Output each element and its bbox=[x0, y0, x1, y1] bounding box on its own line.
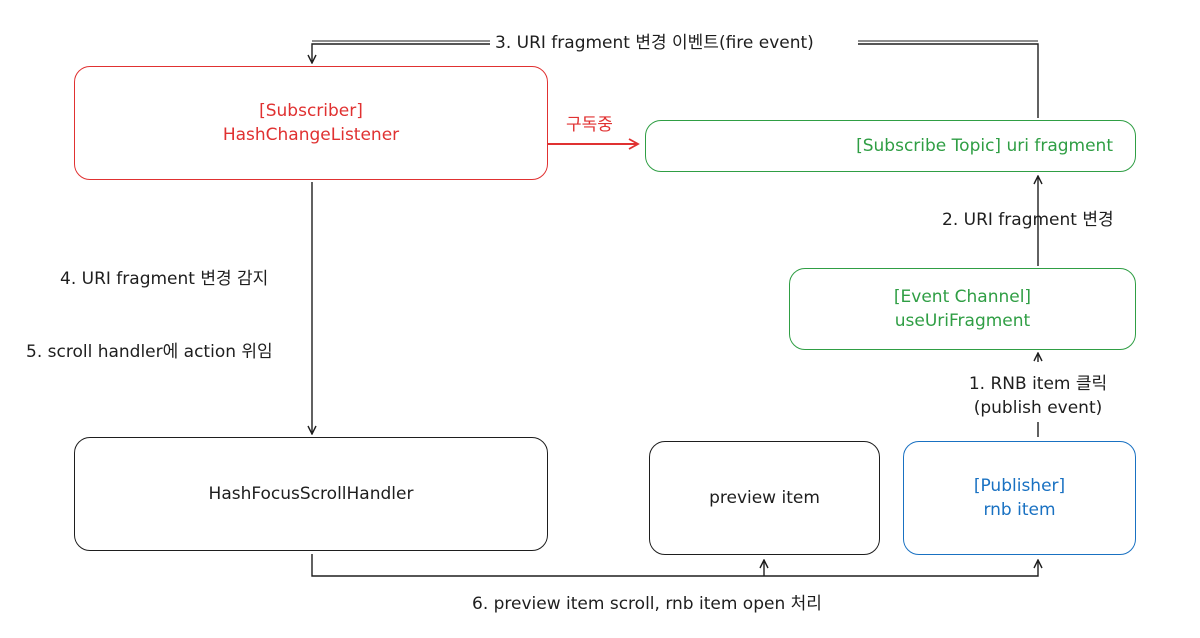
preview-item-node: preview item bbox=[649, 441, 880, 555]
publisher-name: rnb item bbox=[983, 500, 1056, 520]
step1-line2: (publish event) bbox=[973, 398, 1103, 418]
event-channel-name: useUriFragment bbox=[894, 311, 1031, 331]
step1-line1: 1. RNB item 클릭 bbox=[968, 374, 1108, 394]
event-channel-title: [Event Channel] bbox=[893, 287, 1032, 307]
arrow-step6 bbox=[311, 554, 1038, 577]
subscriber-node: [Subscriber] HashChangeListener bbox=[74, 66, 548, 180]
event-channel-node: [Event Channel] useUriFragment bbox=[789, 268, 1136, 350]
subscriber-title: [Subscriber] bbox=[259, 101, 363, 121]
step1-label: 1. RNB item 클릭 (publish event) bbox=[958, 372, 1118, 420]
publisher-title: [Publisher] bbox=[973, 476, 1066, 496]
subscriber-name: HashChangeListener bbox=[222, 125, 400, 145]
preview-item-label: preview item bbox=[709, 488, 820, 508]
step4-label: 4. URI fragment 변경 감지 bbox=[60, 269, 269, 289]
subscribe-topic-label: [Subscribe Topic] uri fragment bbox=[856, 136, 1113, 156]
step6-label: 6. preview item scroll, rnb item open 처리 bbox=[472, 594, 822, 614]
step5-label: 5. scroll handler에 action 위임 bbox=[26, 342, 273, 362]
step3-label: 3. URI fragment 변경 이벤트(fire event) bbox=[495, 33, 814, 53]
subscribing-label: 구독중 bbox=[566, 115, 613, 135]
subscribe-topic-node: [Subscribe Topic] uri fragment bbox=[645, 120, 1136, 172]
scroll-handler-label: HashFocusScrollHandler bbox=[208, 484, 414, 504]
publisher-node: [Publisher] rnb item bbox=[903, 441, 1136, 555]
scroll-handler-node: HashFocusScrollHandler bbox=[74, 437, 548, 551]
step2-label: 2. URI fragment 변경 bbox=[942, 210, 1114, 230]
arrow-step3 bbox=[312, 43, 1039, 118]
